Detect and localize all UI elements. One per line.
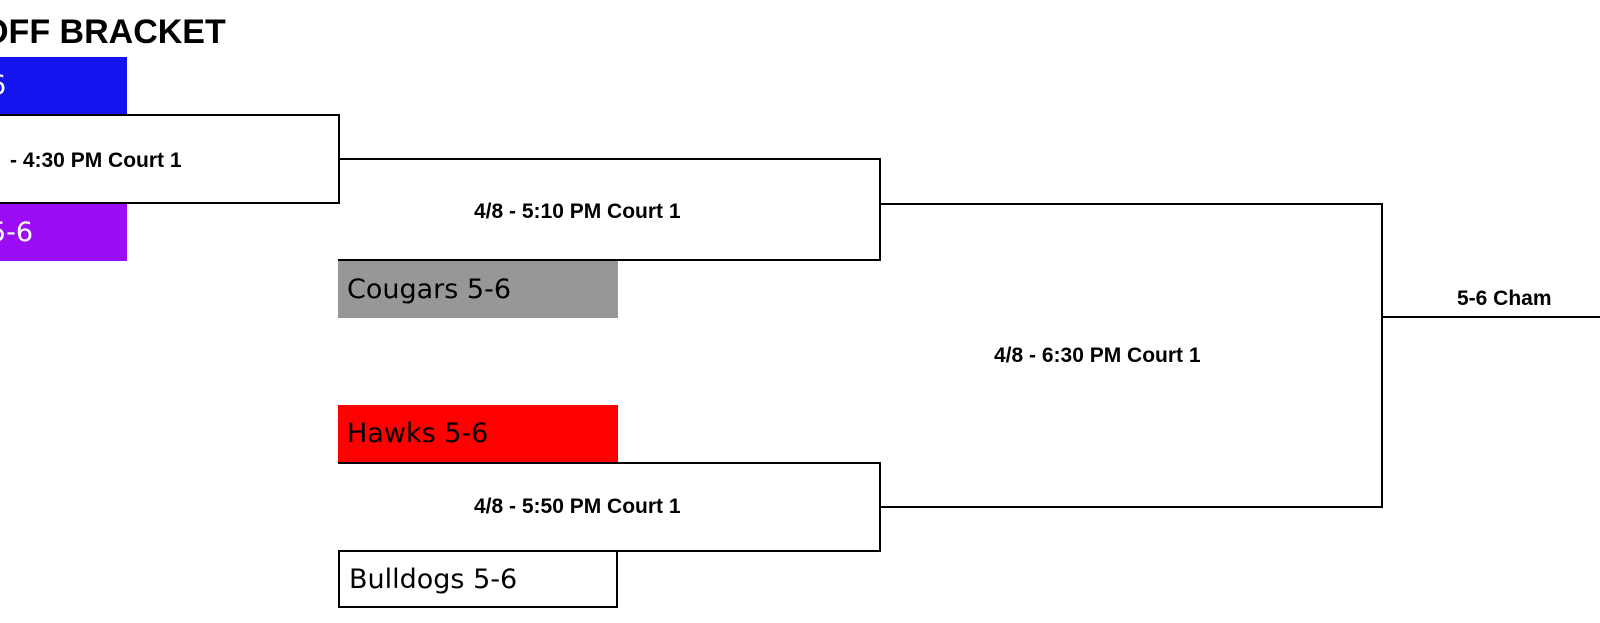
champion-label: 5-6 Cham — [1457, 287, 1552, 310]
team-slot-blue: 6 — [0, 57, 127, 114]
team-label: Hawks 5-6 — [347, 418, 489, 449]
game-label-round1: - 4:30 PM Court 1 — [10, 149, 182, 172]
game-box-final — [880, 203, 1383, 508]
game-label-final: 4/8 - 6:30 PM Court 1 — [994, 344, 1201, 367]
team-label: Bulldogs 5-6 — [349, 563, 518, 595]
champion-line — [1381, 316, 1600, 318]
team-slot-hawks: Hawks 5-6 — [338, 405, 618, 462]
game-box-semifinal-top — [338, 158, 881, 261]
team-slot-bulldogs: Bulldogs 5-6 — [338, 552, 618, 608]
game-label-semifinal-bottom: 4/8 - 5:50 PM Court 1 — [474, 495, 681, 518]
page-title: AYOFF BRACKET — [0, 13, 226, 51]
team-slot-purple: 5-6 — [0, 204, 127, 261]
team-label: 5-6 — [0, 217, 34, 248]
game-label-semifinal-top: 4/8 - 5:10 PM Court 1 — [474, 200, 681, 223]
team-slot-cougars: Cougars 5-6 — [338, 261, 618, 318]
team-label: 6 — [0, 72, 6, 99]
team-label: Cougars 5-6 — [347, 274, 512, 305]
